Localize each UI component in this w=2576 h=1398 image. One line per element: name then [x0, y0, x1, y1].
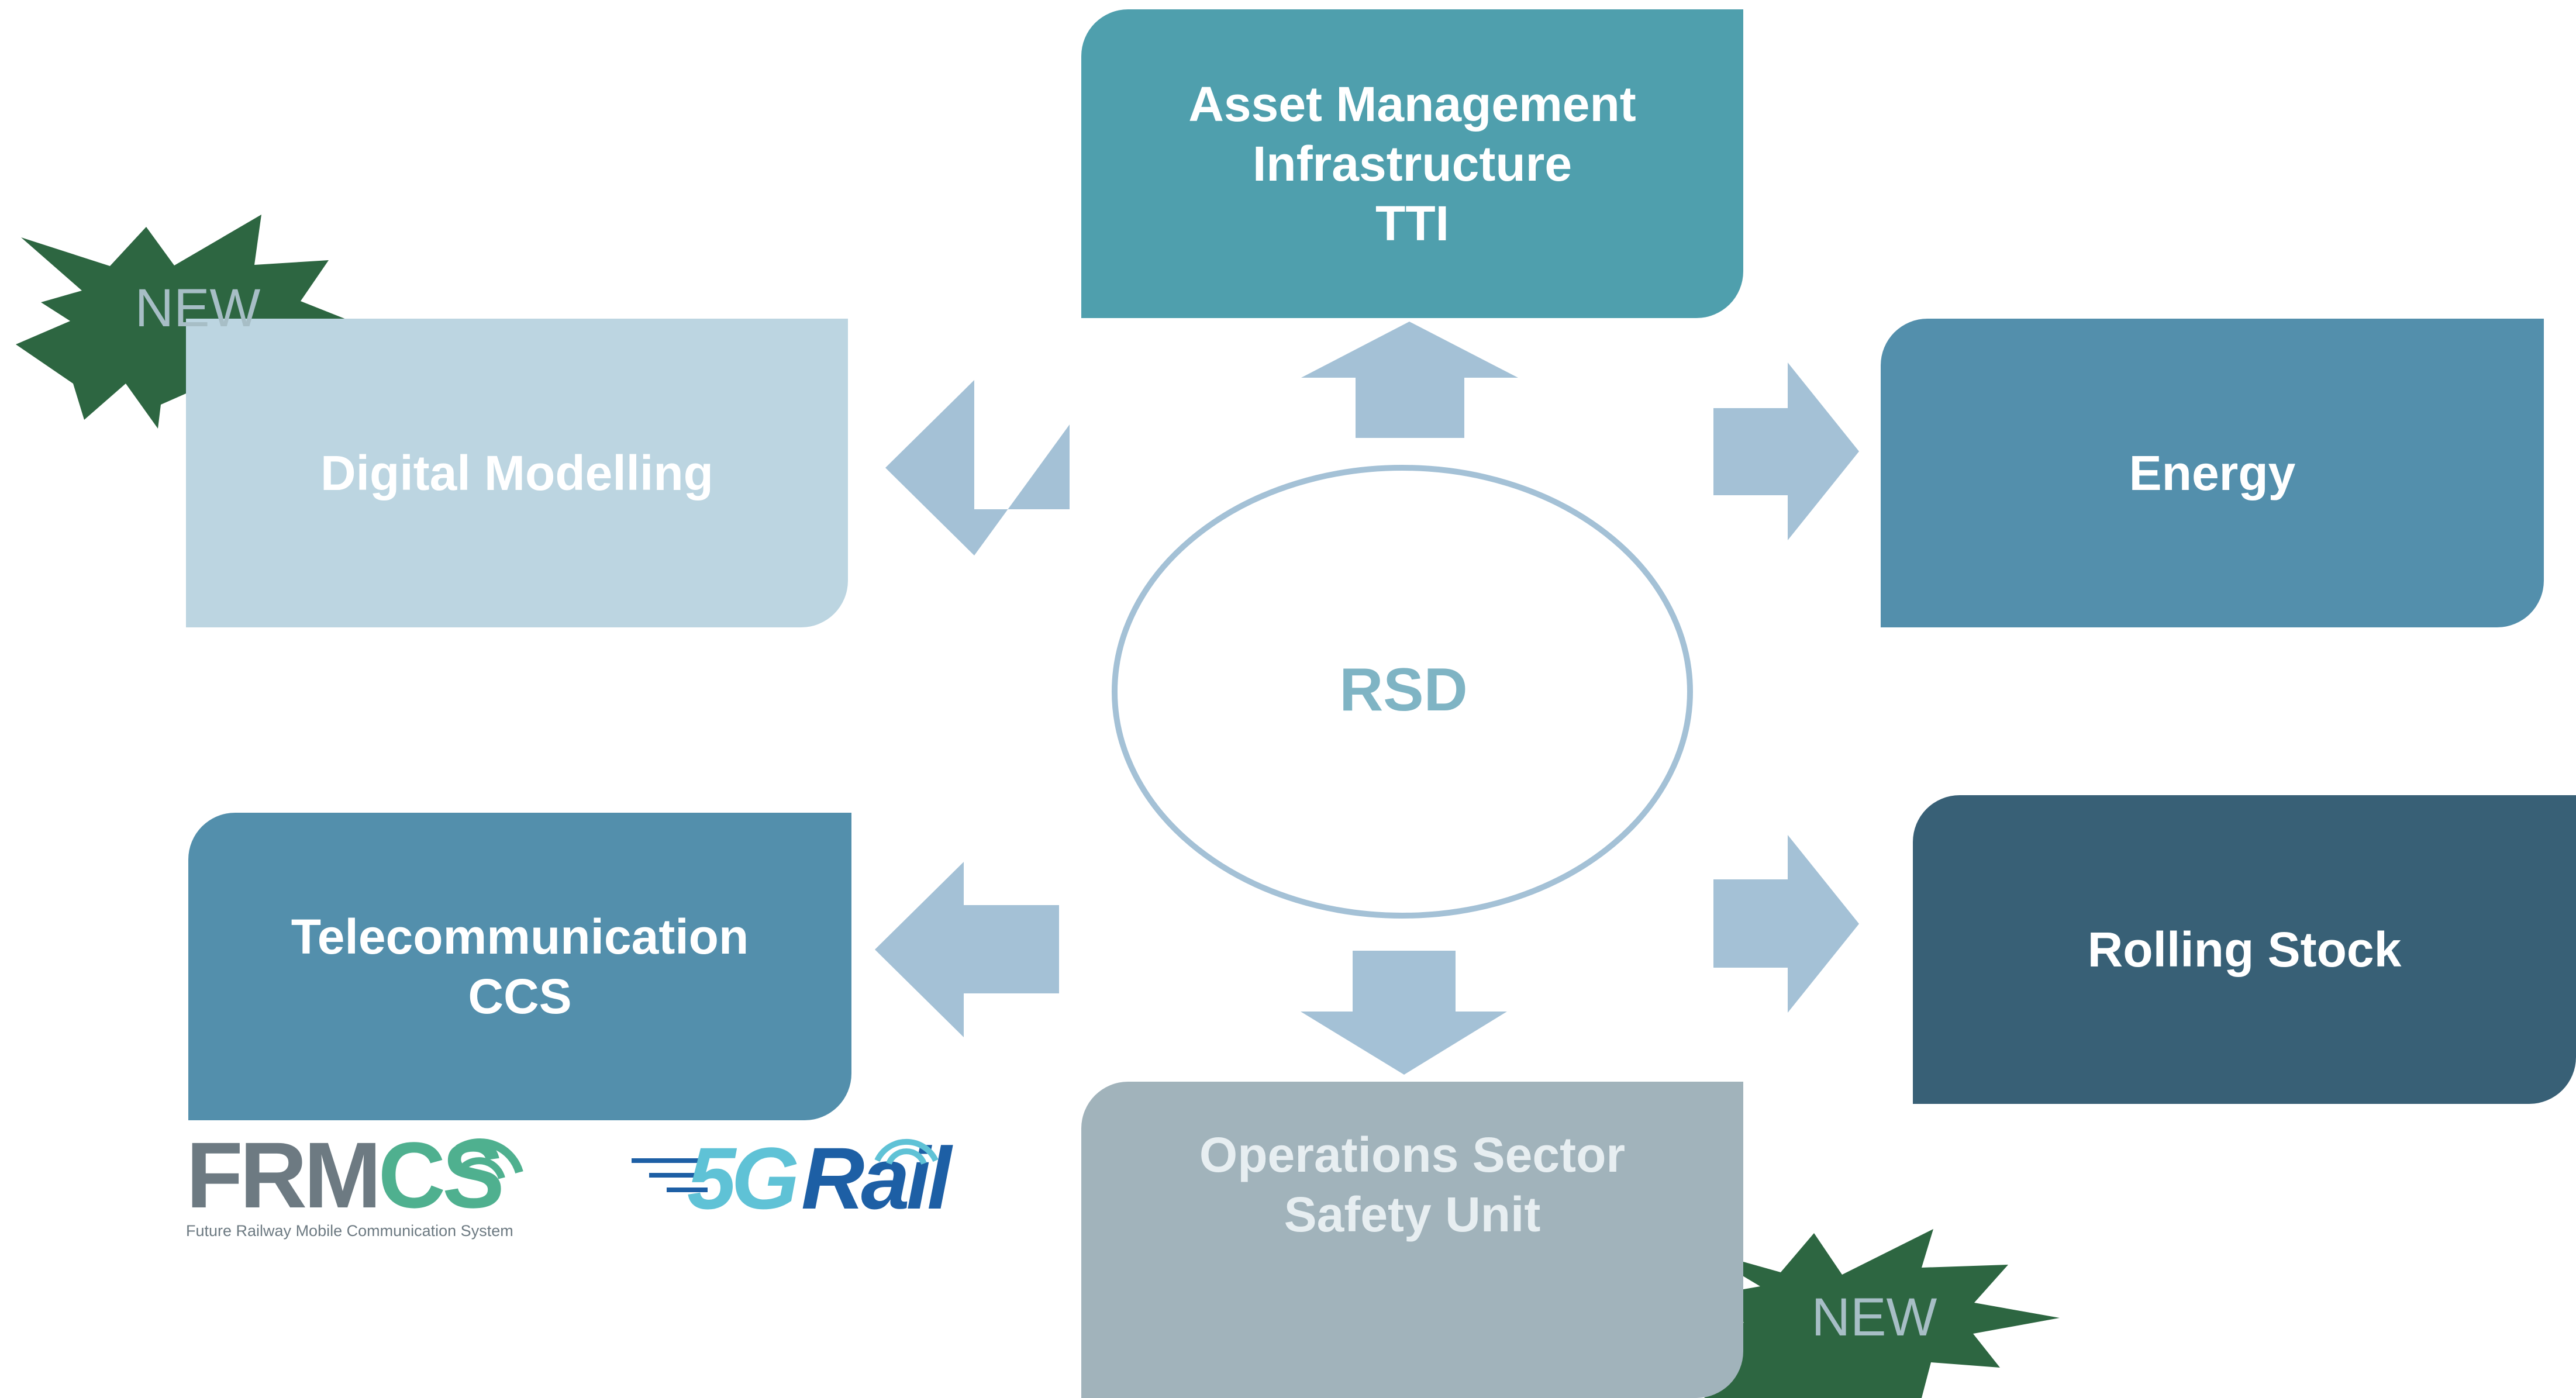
telecommunication-box: Telecommunication CCS: [188, 813, 851, 1120]
asset-management-box: Asset Management Infrastructure TTI: [1081, 9, 1743, 318]
energy-box: Energy: [1881, 319, 2544, 627]
asset-management-label: Asset Management: [1188, 77, 1636, 132]
arrow-left-top: [885, 380, 1070, 555]
frmcs-logo: FRMCS Future Railway Mobile Communicatio…: [186, 1126, 537, 1248]
new-badge-label: NEW: [135, 278, 261, 338]
safety-unit-label: Safety Unit: [1284, 1186, 1541, 1242]
rolling-stock-label: Rolling Stock: [2087, 922, 2402, 977]
tti-label: TTI: [1375, 196, 1449, 251]
frmcs-logo-text-part1: FRM: [186, 1123, 382, 1227]
digital-modelling-box: Digital Modelling: [186, 319, 848, 627]
operations-sector-label: Operations Sector: [1199, 1127, 1626, 1182]
rolling-stock-box: Rolling Stock: [1913, 795, 2576, 1104]
operations-sector-box: Operations Sector Safety Unit: [1081, 1082, 1743, 1398]
wifi-signal-icon: [874, 1138, 939, 1165]
new-badge-label: NEW: [1811, 1287, 1937, 1347]
ccs-label: CCS: [468, 969, 572, 1024]
wifi-signal-icon: [456, 1138, 523, 1179]
arrow-right-top: [1713, 363, 1859, 540]
digital-modelling-label: Digital Modelling: [320, 446, 713, 500]
5g-rail-logo-text-part1: 5G: [687, 1129, 799, 1227]
5g-rail-logo: 5G Rail: [632, 1126, 959, 1231]
center-ellipse: [1112, 465, 1693, 919]
arrow-down: [1301, 951, 1507, 1075]
rsd-label: RSD: [1339, 656, 1468, 724]
frmcs-tagline: Future Railway Mobile Communication Syst…: [186, 1222, 513, 1240]
infrastructure-label: Infrastructure: [1252, 136, 1573, 191]
arrow-left-bottom: [875, 862, 1059, 1037]
arrow-up: [1301, 322, 1518, 438]
energy-label: Energy: [2129, 446, 2296, 500]
arrow-right-bottom: [1713, 835, 1859, 1013]
telecommunication-label: Telecommunication: [291, 909, 749, 964]
speed-lines-icon: [632, 1158, 708, 1192]
new-starburst-icon: [1684, 1229, 2060, 1398]
